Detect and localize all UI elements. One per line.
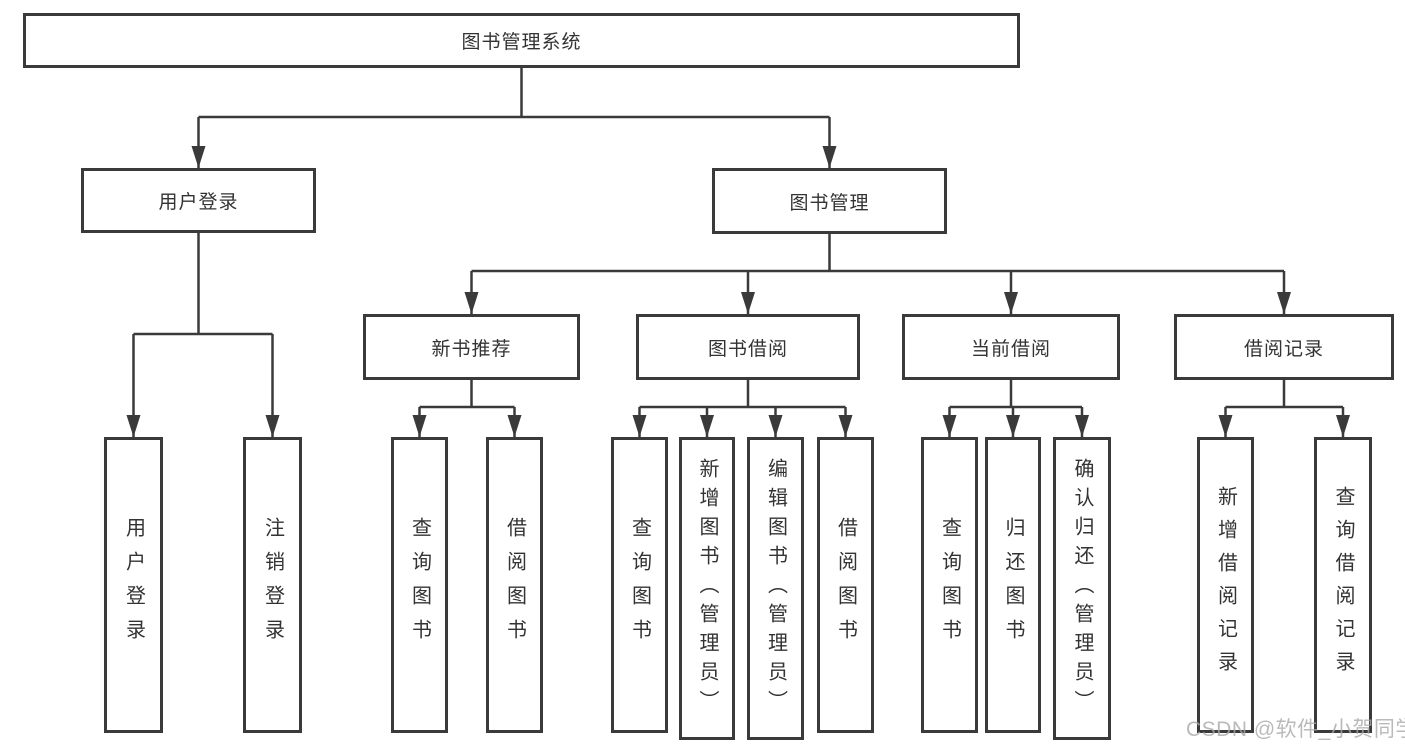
node-new-book-recommend: 新书推荐 xyxy=(363,314,580,380)
leaf-search-borrow-record: 查询借阅记录 xyxy=(1314,437,1372,733)
leaf-confirm-return-admin: 确认归还（管理员） xyxy=(1053,437,1111,740)
leaf-return-book: 归还图书 xyxy=(985,437,1041,733)
leaf-add-borrow-record: 新增借阅记录 xyxy=(1197,437,1254,733)
leaf-logout: 注销登录 xyxy=(243,437,302,733)
leaf-borrow-book-recommend: 借阅图书 xyxy=(486,437,543,733)
connector-management-to-level3 xyxy=(464,234,1291,314)
leaf-search-book-recommend: 查询图书 xyxy=(391,437,448,733)
node-book-management: 图书管理 xyxy=(712,168,947,234)
leaf-search-book-borrow: 查询图书 xyxy=(611,437,668,733)
connector-records-to-leaves xyxy=(1218,380,1350,437)
connector-current-to-leaves xyxy=(942,380,1089,437)
connector-newbook-to-leaves xyxy=(412,380,522,437)
leaf-edit-book-admin: 编辑图书（管理员） xyxy=(747,437,804,740)
leaf-add-book-admin: 新增图书（管理员） xyxy=(679,437,735,740)
node-root: 图书管理系统 xyxy=(23,13,1020,68)
watermark: CSDN @软件_小贺同学 xyxy=(1186,718,1405,741)
node-book-borrow: 图书借阅 xyxy=(636,314,860,380)
connector-login-to-leaves xyxy=(126,233,280,437)
connector-borrow-to-leaves xyxy=(632,380,853,437)
node-borrow-records: 借阅记录 xyxy=(1174,314,1394,380)
connector-root-to-level2 xyxy=(191,68,837,168)
node-current-borrow: 当前借阅 xyxy=(902,314,1120,380)
leaf-user-login: 用户登录 xyxy=(104,437,163,733)
leaf-search-book-current: 查询图书 xyxy=(921,437,978,733)
node-user-login: 用户登录 xyxy=(81,168,316,233)
leaf-borrow-book: 借阅图书 xyxy=(817,437,874,733)
